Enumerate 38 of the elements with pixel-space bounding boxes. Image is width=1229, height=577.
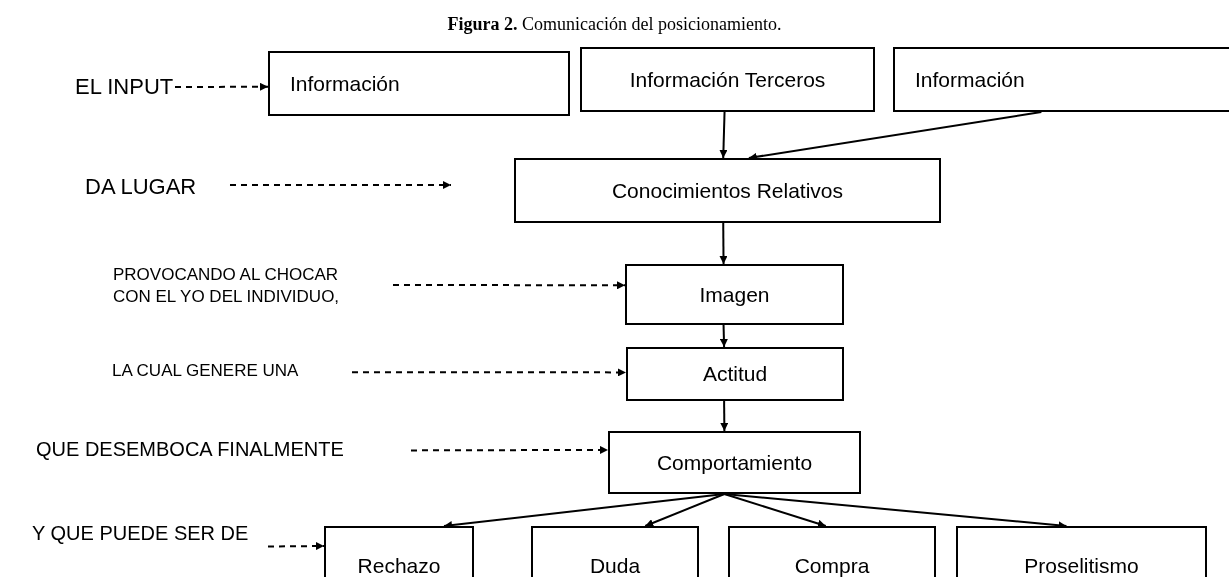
box-label: Rechazo [357, 553, 441, 577]
box-label: Compra [794, 553, 870, 577]
box-label: Información [290, 70, 400, 97]
process-box [625, 264, 844, 325]
dashed-arrow [351, 368, 627, 377]
box-label: Información Terceros [629, 66, 826, 93]
arrow [719, 324, 728, 348]
arrow [644, 493, 726, 527]
step-text: EL INPUT [75, 72, 174, 101]
arrow [720, 400, 729, 432]
box-label: Duda [589, 553, 641, 577]
box-label: Comportamiento [656, 449, 813, 476]
process-box [626, 347, 844, 401]
box-label: Proselitismo [1024, 553, 1139, 577]
process-box [893, 47, 1229, 112]
arrow [723, 493, 827, 528]
dashed-arrow [174, 82, 269, 91]
arrow [747, 111, 1043, 161]
process-box [608, 431, 861, 494]
step-text: Y QUE PUEDE SER DE [32, 521, 249, 546]
step-text: PROVOCANDO AL CHOCAR CON EL YO DEL INDIVIDUO, [113, 263, 341, 308]
step-text: QUE DESEMBOCA FINALMENTE [36, 437, 344, 462]
dashed-arrow [267, 542, 325, 551]
step-text: DA LUGAR [85, 172, 197, 201]
dashed-arrow [392, 281, 626, 290]
arrow [719, 222, 728, 265]
box-label: Conocimientos Relativos [611, 177, 844, 204]
process-box [514, 158, 941, 223]
box-label: Información [915, 66, 1025, 93]
arrow [719, 111, 728, 159]
box-label: Actitud [702, 361, 768, 388]
step-text: LA CUAL GENERE UNA [112, 359, 299, 382]
dashed-arrow [410, 445, 609, 454]
process-box [268, 51, 570, 116]
box-label: Imagen [699, 281, 770, 308]
process-box [580, 47, 875, 112]
figure-title: Figura 2. Comunicación del posicionamiento. [446, 14, 783, 35]
dashed-arrow [229, 181, 452, 189]
